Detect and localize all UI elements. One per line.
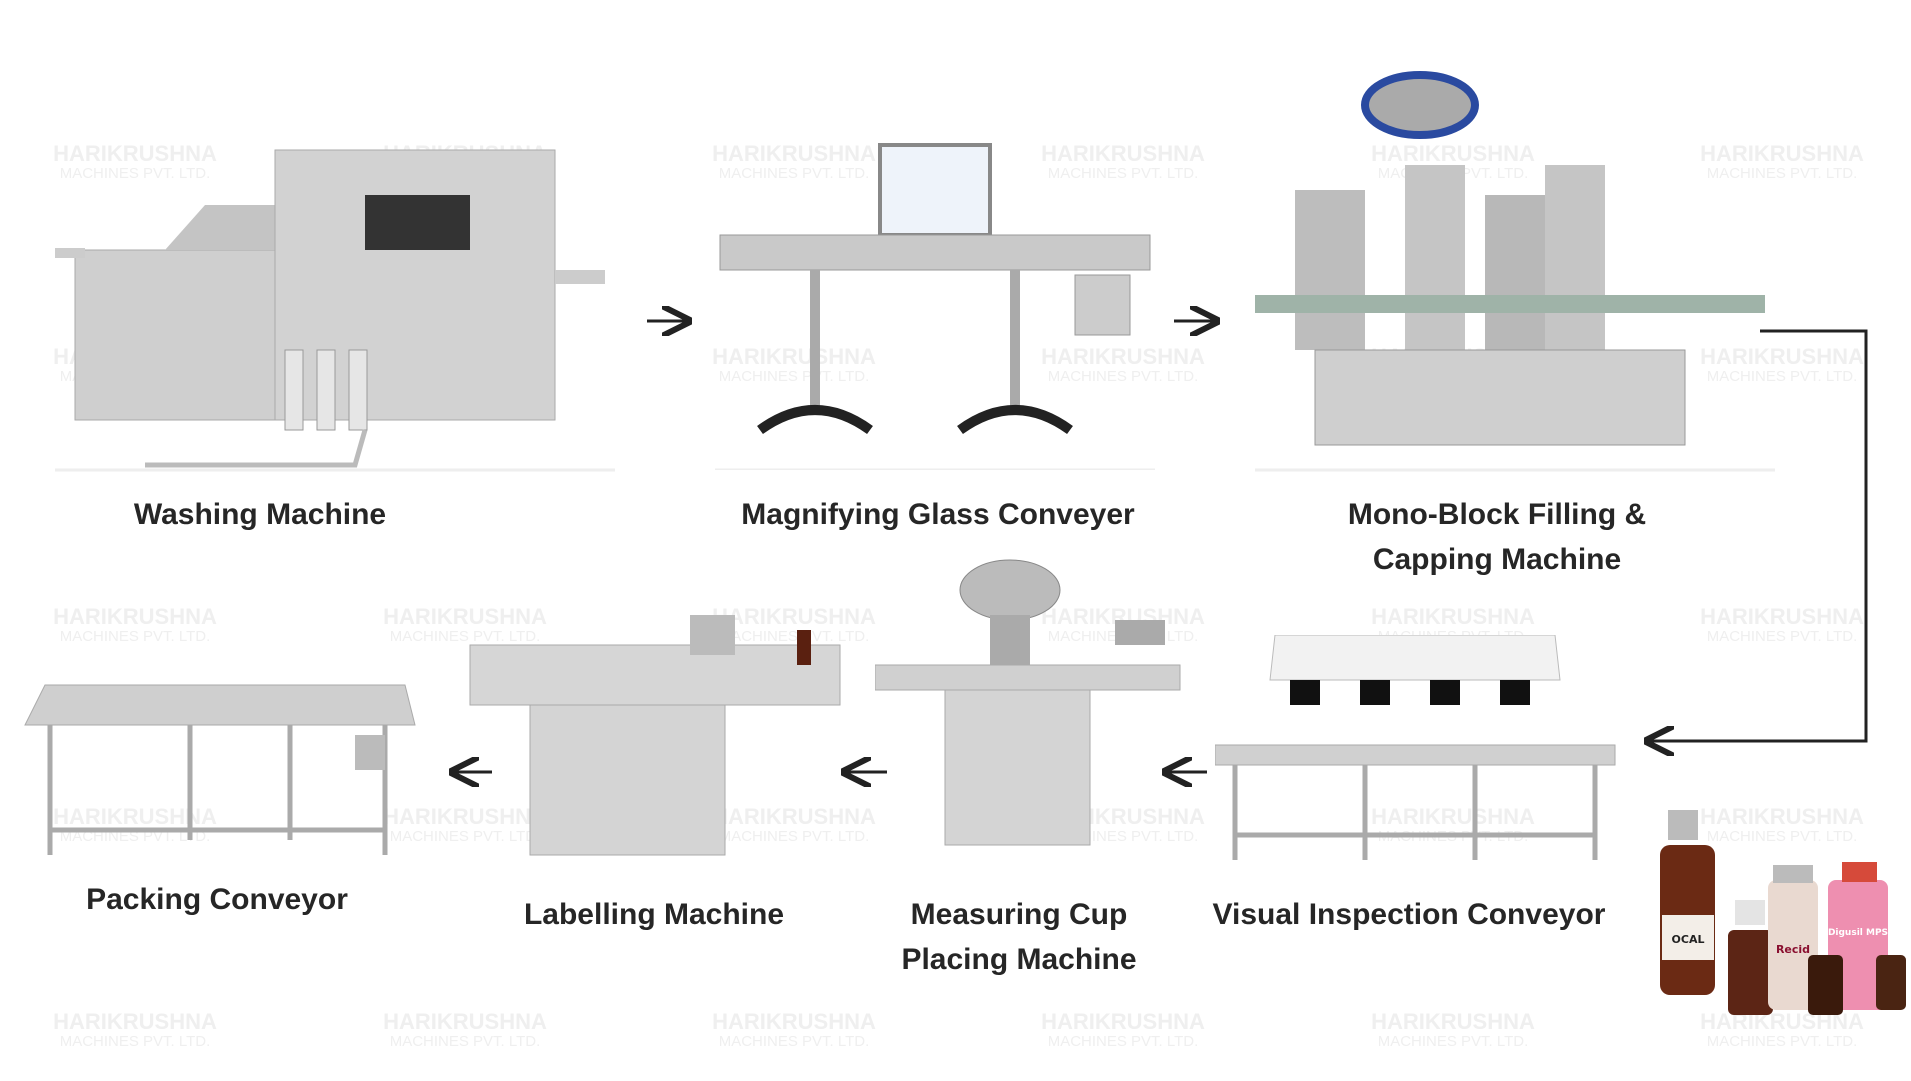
mono-block-filling-capping-machine-image: [1255, 71, 1775, 472]
label-labelling-machine: Labelling Machine: [523, 898, 785, 931]
measuring-cup-placing-machine-image: [875, 559, 1181, 846]
watermark-line1: HARIKRUSHNA: [383, 1009, 547, 1034]
watermark-line2: MACHINES PVT. LTD.: [718, 828, 870, 846]
watermark-line1: HARIKRUSHNA: [383, 604, 547, 629]
watermark-line1: HARIKRUSHNA: [712, 1009, 876, 1034]
watermark-line1: HARIKRUSHNA: [53, 604, 217, 629]
visual-inspection-conveyor-image: [1215, 635, 1616, 860]
labelling-machine-image: [469, 615, 841, 856]
watermark-line2: MACHINES PVT. LTD.: [1706, 1033, 1858, 1051]
watermark-line2: MACHINES PVT. LTD.: [59, 1033, 211, 1051]
watermark-line1: HARIKRUSHNA: [1371, 1009, 1535, 1034]
watermark-line2: MACHINES PVT. LTD.: [1047, 1033, 1199, 1051]
watermark-line2: MACHINES PVT. LTD.: [1706, 628, 1858, 646]
syrup-bottles-image: OCAL Recid Digusil MPS: [1660, 810, 1906, 1015]
watermark-line2: MACHINES PVT. LTD.: [1706, 368, 1858, 386]
label-visual-inspection-conveyor: Visual Inspection Conveyor: [1212, 898, 1606, 931]
watermark-line2: MACHINES PVT. LTD.: [389, 1033, 541, 1051]
watermark-line2: MACHINES PVT. LTD.: [389, 628, 541, 646]
label-packing-conveyor: Packing Conveyor: [86, 883, 348, 916]
watermark-line2: MACHINES PVT. LTD.: [718, 628, 870, 646]
bottle-label-recid: Recid: [1776, 943, 1810, 956]
watermark-line1: HARIKRUSHNA: [712, 344, 876, 369]
packing-conveyor-image: [24, 684, 416, 855]
watermark-line1: HARIKRUSHNA: [712, 141, 876, 166]
label-line: Capping Machine: [1372, 543, 1622, 576]
watermark-line1: HARIKRUSHNA: [383, 804, 547, 829]
label-mono-block-filling-capping: Mono-Block Filling & Capping Machine: [1348, 492, 1646, 582]
watermark-line1: HARIKRUSHNA: [1371, 604, 1535, 629]
watermark-line2: MACHINES PVT. LTD.: [1377, 1033, 1529, 1051]
watermark-line1: HARIKRUSHNA: [712, 604, 876, 629]
watermark-line1: HARIKRUSHNA: [1371, 804, 1535, 829]
watermark-line1: HARIKRUSHNA: [1041, 1009, 1205, 1034]
watermark-line2: MACHINES PVT. LTD.: [59, 628, 211, 646]
watermark-line2: MACHINES PVT. LTD.: [1706, 165, 1858, 183]
watermark-line1: HARIKRUSHNA: [1041, 344, 1205, 369]
watermark-line2: MACHINES PVT. LTD.: [718, 368, 870, 386]
watermark-line2: MACHINES PVT. LTD.: [718, 1033, 870, 1051]
label-line: Mono-Block Filling &: [1347, 498, 1647, 531]
watermark-line2: MACHINES PVT. LTD.: [718, 165, 870, 183]
watermark-line2: MACHINES PVT. LTD.: [1047, 165, 1199, 183]
label-magnifying-glass-conveyer: Magnifying Glass Conveyer: [741, 498, 1135, 531]
magnifying-glass-conveyer-image: [715, 143, 1155, 470]
watermark-line1: HARIKRUSHNA: [1700, 804, 1864, 829]
watermark-line1: HARIKRUSHNA: [1041, 141, 1205, 166]
watermark-line1: HARIKRUSHNA: [1700, 344, 1864, 369]
label-washing-machine: Washing Machine: [133, 498, 387, 531]
label-measuring-cup-placing: Measuring Cup Placing Machine: [901, 892, 1136, 982]
watermark-line1: HARIKRUSHNA: [53, 141, 217, 166]
connector-monoblock-to-inspection: [1650, 329, 1868, 741]
label-line: Measuring Cup: [910, 898, 1128, 931]
watermark-line1: HARIKRUSHNA: [712, 804, 876, 829]
watermark-line2: MACHINES PVT. LTD.: [1706, 828, 1858, 846]
watermark-line2: MACHINES PVT. LTD.: [389, 828, 541, 846]
watermark-line2: MACHINES PVT. LTD.: [59, 828, 211, 846]
watermark-line1: HARIKRUSHNA: [1700, 141, 1864, 166]
label-line: Placing Machine: [901, 943, 1137, 976]
watermark-line2: MACHINES PVT. LTD.: [59, 165, 211, 183]
watermark-line1: HARIKRUSHNA: [1700, 604, 1864, 629]
washing-machine-image: [55, 149, 615, 472]
watermark-line1: HARIKRUSHNA: [53, 1009, 217, 1034]
bottle-label-digusil: Digusil MPS: [1828, 928, 1888, 938]
watermark-line1: HARIKRUSHNA: [1371, 141, 1535, 166]
watermark-line2: MACHINES PVT. LTD.: [1047, 368, 1199, 386]
bottle-label-ocal: OCAL: [1672, 933, 1705, 946]
